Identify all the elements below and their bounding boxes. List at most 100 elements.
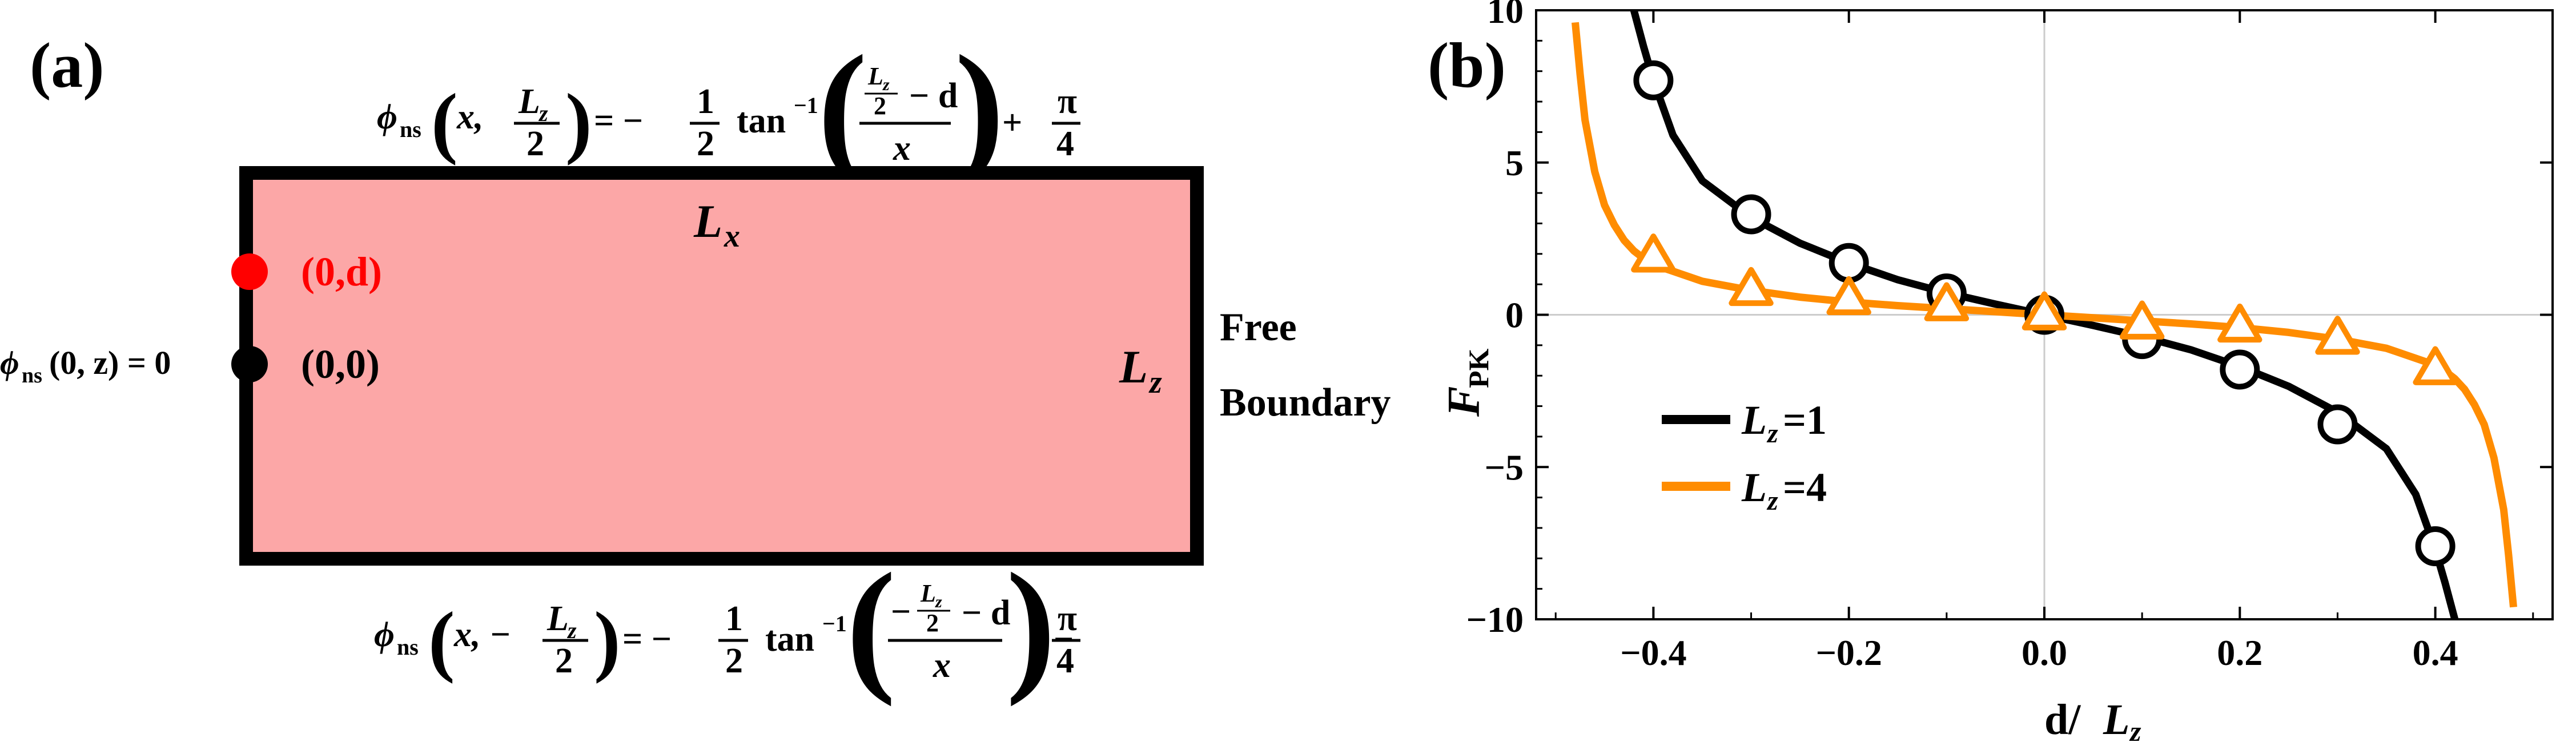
marker-circle <box>2317 404 2358 445</box>
legend: L z =1 L z =4 <box>1662 397 1827 516</box>
x-axis-label: d/ L z <box>2044 696 2141 742</box>
bottom-bc-Lz-L: L <box>546 599 569 638</box>
bottom-bc-x: x, − <box>453 615 511 654</box>
marker-triangle <box>2413 346 2458 385</box>
y-axis-label-main: F <box>1439 386 1489 417</box>
bottom-bc-pi: π <box>1058 599 1077 638</box>
x-tick-label: 0.4 <box>2413 632 2458 673</box>
marker-triangle <box>1729 267 1774 307</box>
Lz-label: L <box>1119 341 1148 393</box>
top-bc-big-lparen: ( <box>818 25 867 189</box>
bottom-bc-pi-den: 4 <box>1056 642 1074 680</box>
bottom-bc-frac-L: L <box>920 579 936 607</box>
bottom-bc-rparen: ) <box>594 596 621 684</box>
top-bc-pi-den: 4 <box>1056 124 1074 163</box>
marker-triangle <box>2022 291 2067 330</box>
bottom-bc-frac-neg: − <box>891 592 911 631</box>
x-axis-label-L: L <box>2103 696 2129 742</box>
marker-triangle <box>2119 300 2165 340</box>
x-tick-label: 0.2 <box>2217 632 2262 673</box>
legend-label-lz1-sub: z <box>1766 418 1778 449</box>
Lz-sub: z <box>1148 365 1162 400</box>
legend-label-lz4-sub: z <box>1766 486 1778 516</box>
left-boundary-condition: ϕ ns (0, z) = 0 <box>0 344 171 388</box>
legend-label-lz4-L: L <box>1741 465 1767 510</box>
legend-label-lz4-val: =4 <box>1783 465 1827 510</box>
panel-b-label: (b) <box>1428 30 1506 101</box>
y-tick-label: 5 <box>1505 143 1524 183</box>
marker-triangle <box>1631 233 1676 273</box>
top-boundary-condition: ϕ ns ( x, L z 2 ) = − 1 2 tan −1 ( L z 2… <box>377 25 1080 189</box>
marker-triangle <box>1924 282 1970 321</box>
x-tick-label: −0.2 <box>1815 632 1882 673</box>
bottom-bc-lhs-den: 2 <box>555 642 573 680</box>
marker-circle <box>1731 194 1771 235</box>
bottom-bc-frac-half: 2 <box>926 609 939 637</box>
bottom-bc-half-den: 2 <box>725 642 743 680</box>
point-0-0-marker <box>231 346 268 382</box>
top-bc-frac-minus-d: − d <box>909 76 958 115</box>
bottom-bc-Lz-z: z <box>566 618 577 643</box>
marker-triangle <box>2315 316 2360 355</box>
top-bc-Lz-L: L <box>518 82 540 121</box>
bottom-bc-eq: = − <box>622 620 672 659</box>
top-bc-inv: −1 <box>794 92 818 118</box>
y-axis-label-sub: PK <box>1462 348 1494 388</box>
top-bc-phi: ϕ <box>377 98 397 136</box>
top-bc-frac-half: 2 <box>874 92 886 120</box>
bottom-bc-frac-z: z <box>935 592 942 611</box>
top-bc-ns: ns <box>400 116 421 142</box>
y-axis-label: F PK <box>1439 348 1494 417</box>
panel-a-label: (a) <box>30 30 105 101</box>
bottom-boundary-condition: ϕ ns ( x, − L z 2 ) = − 1 2 tan −1 ( − L… <box>374 543 1080 707</box>
top-bc-plus: + <box>1002 103 1022 142</box>
bottom-bc-phi: ϕ <box>374 615 395 654</box>
top-bc-frac-den: x <box>893 129 911 168</box>
Lx-sub: x <box>724 219 740 254</box>
top-bc-frac-L: L <box>867 62 883 90</box>
top-bc-big-rparen: ) <box>955 25 1004 189</box>
marker-circle <box>2415 526 2456 566</box>
x-tick-label: 0.0 <box>2022 632 2067 673</box>
bottom-bc-big-rparen: ) <box>1006 543 1056 707</box>
chart-ticks <box>1536 9 2553 620</box>
free-boundary-line2: Boundary <box>1220 381 1391 425</box>
top-bc-frac-z: z <box>882 75 890 94</box>
panel-a: (a) ϕ ns ( x, L z 2 ) = − 1 2 tan −1 ( L… <box>0 25 1391 707</box>
bottom-bc-big-lparen: ( <box>846 543 896 707</box>
top-bc-lparen: ( <box>431 78 458 166</box>
y-tick-label: 10 <box>1487 0 1524 31</box>
top-bc-Lz-z: z <box>538 100 548 126</box>
bottom-bc-atan: tan <box>765 620 814 659</box>
marker-circle <box>1828 243 1869 283</box>
free-boundary-line1: Free <box>1220 305 1297 349</box>
Lx-label: L <box>693 195 722 247</box>
point-0-0-label: (0,0) <box>301 341 380 387</box>
top-bc-eq: = − <box>594 102 643 140</box>
top-bc-lhs-den: 2 <box>527 124 544 163</box>
marker-circle <box>2220 349 2260 390</box>
top-bc-rparen: ) <box>565 78 592 166</box>
legend-label-lz1-L: L <box>1741 397 1767 443</box>
bottom-bc-inv: −1 <box>822 611 847 636</box>
y-tick-label: −5 <box>1485 447 1524 487</box>
point-0-d-marker <box>231 253 268 290</box>
marker-triangle <box>2217 303 2262 343</box>
x-axis-label-z: z <box>2129 715 2141 742</box>
marker-circle <box>1633 60 1674 100</box>
domain-rectangle <box>239 166 1204 566</box>
left-bc-args: (0, z) = 0 <box>49 344 171 381</box>
chart-series-markers <box>1631 60 2458 566</box>
bottom-bc-lparen: ( <box>428 596 455 684</box>
point-0-d-label: (0,d) <box>301 249 382 295</box>
legend-label-lz1-val: =1 <box>1783 397 1827 443</box>
top-bc-pi: π <box>1058 82 1077 121</box>
left-bc-ns: ns <box>22 364 42 388</box>
bottom-bc-half-num: 1 <box>725 599 743 638</box>
top-bc-half-num: 1 <box>697 82 714 121</box>
y-tick-label: −10 <box>1466 599 1524 640</box>
x-tick-label: −0.4 <box>1620 632 1686 673</box>
